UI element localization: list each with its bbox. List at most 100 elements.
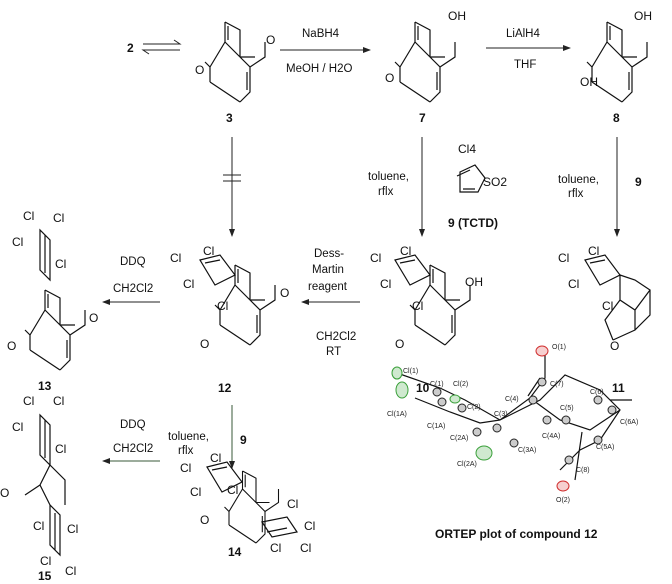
svg-text:OH: OH bbox=[634, 9, 652, 23]
reagent-nabh4: NaBH4 bbox=[302, 28, 340, 40]
svg-text:Cl: Cl bbox=[588, 244, 599, 258]
svg-text:Cl: Cl bbox=[180, 461, 191, 475]
svg-text:Cl: Cl bbox=[33, 519, 44, 533]
svg-text:Cl4: Cl4 bbox=[458, 142, 476, 156]
svg-text:C(1A): C(1A) bbox=[427, 423, 445, 430]
svg-text:Cl(2A): Cl(2A) bbox=[457, 461, 477, 468]
svg-text:O: O bbox=[385, 71, 394, 85]
svg-text:Cl: Cl bbox=[23, 394, 34, 408]
compound-10-structure: Cl Cl Cl Cl O OH bbox=[370, 244, 483, 351]
solvent-ch2cl2-14: CH2Cl2 bbox=[113, 443, 153, 455]
condition-toluene: toluene, bbox=[368, 171, 409, 183]
svg-text:Cl(2): Cl(2) bbox=[453, 381, 468, 388]
compound-7-structure: O OH bbox=[385, 9, 466, 103]
condition-rflx: rflx bbox=[378, 186, 394, 198]
reagent-ddq: DDQ bbox=[120, 256, 146, 268]
svg-text:OH: OH bbox=[448, 9, 466, 23]
svg-text:O: O bbox=[280, 286, 289, 300]
compound-12-structure: Cl Cl Cl Cl O O bbox=[170, 244, 289, 351]
svg-text:Cl: Cl bbox=[400, 244, 411, 258]
svg-text:O: O bbox=[395, 337, 404, 351]
svg-text:C(7): C(7) bbox=[550, 381, 564, 388]
svg-text:O: O bbox=[0, 486, 9, 500]
chlorine-atom bbox=[449, 394, 461, 404]
svg-text:Cl: Cl bbox=[380, 277, 391, 291]
svg-text:Cl: Cl bbox=[210, 451, 221, 465]
compound-8-label: 8 bbox=[613, 111, 620, 125]
compound-11-structure: Cl Cl Cl Cl O bbox=[558, 244, 651, 353]
svg-text:Cl: Cl bbox=[55, 257, 66, 271]
svg-text:Cl: Cl bbox=[270, 541, 281, 555]
compound-2-label: 2 bbox=[127, 41, 134, 55]
svg-text:Cl: Cl bbox=[300, 541, 311, 555]
solvent-ch2cl2: CH2Cl2 bbox=[113, 283, 153, 295]
compound-13-label: 13 bbox=[38, 379, 52, 393]
ortep-caption: ORTEP plot of compound 12 bbox=[435, 527, 598, 541]
svg-text:Cl: Cl bbox=[287, 497, 298, 511]
condition-toluene-8: toluene, bbox=[558, 174, 599, 186]
condition-toluene-12: toluene, bbox=[168, 431, 209, 443]
reagent-9-8: 9 bbox=[635, 175, 642, 189]
svg-text:Cl: Cl bbox=[67, 522, 78, 536]
condition-rflx-8: rflx bbox=[568, 188, 584, 200]
svg-text:Cl: Cl bbox=[217, 299, 228, 313]
svg-text:O: O bbox=[7, 339, 16, 353]
svg-text:Cl: Cl bbox=[227, 483, 238, 497]
svg-text:O: O bbox=[266, 33, 275, 47]
chlorine-atom bbox=[391, 366, 403, 380]
compound-11-label: 11 bbox=[612, 381, 625, 395]
svg-text:C(2A): C(2A) bbox=[450, 435, 468, 442]
svg-text:Cl: Cl bbox=[304, 519, 315, 533]
compound-9-label: 9 (TCTD) bbox=[448, 216, 498, 230]
compound-3-structure: O O bbox=[195, 21, 275, 103]
svg-text:C(1): C(1) bbox=[430, 381, 444, 388]
svg-text:C(3A): C(3A) bbox=[518, 447, 536, 454]
reagent-ddq-14: DDQ bbox=[120, 419, 146, 431]
svg-text:Cl: Cl bbox=[412, 299, 423, 313]
svg-text:Cl: Cl bbox=[55, 442, 66, 456]
svg-text:Cl: Cl bbox=[170, 251, 181, 265]
svg-text:C(4): C(4) bbox=[505, 396, 519, 403]
reagent-lialh4: LiAlH4 bbox=[506, 28, 540, 40]
svg-text:C(2): C(2) bbox=[467, 404, 481, 411]
svg-text:Cl: Cl bbox=[65, 564, 76, 578]
svg-text:Cl: Cl bbox=[183, 277, 194, 291]
svg-text:Cl: Cl bbox=[12, 235, 23, 249]
no-reaction-mark bbox=[223, 174, 241, 182]
svg-text:Cl: Cl bbox=[203, 244, 214, 258]
condition-rflx-12: rflx bbox=[178, 445, 194, 457]
svg-text:Cl: Cl bbox=[23, 209, 34, 223]
svg-text:C(6): C(6) bbox=[590, 389, 604, 396]
svg-text:SO2: SO2 bbox=[483, 175, 507, 189]
svg-text:Cl: Cl bbox=[40, 554, 51, 568]
svg-text:O(2): O(2) bbox=[556, 497, 570, 504]
compound-15-label: 15 bbox=[38, 569, 52, 583]
compound-3-label: 3 bbox=[226, 111, 233, 125]
oxygen-atom bbox=[556, 480, 570, 492]
svg-text:O: O bbox=[610, 339, 619, 353]
chlorine-atom bbox=[395, 381, 409, 399]
compound-12-label: 12 bbox=[218, 381, 232, 395]
svg-text:Cl: Cl bbox=[53, 394, 64, 408]
reagent-reagent: reagent bbox=[308, 281, 348, 293]
svg-text:O(1): O(1) bbox=[552, 344, 566, 351]
svg-text:Cl: Cl bbox=[12, 420, 23, 434]
solvent-ch2cl2-dmp: CH2Cl2 bbox=[316, 331, 356, 343]
svg-text:OH: OH bbox=[465, 275, 483, 289]
compound-8-structure: OH OH bbox=[580, 9, 652, 103]
svg-text:O: O bbox=[200, 513, 209, 527]
compound-15-structure: Cl Cl Cl Cl O Cl Cl Cl Cl bbox=[0, 394, 78, 578]
reagent-martin: Martin bbox=[312, 264, 344, 276]
oxygen-atom bbox=[535, 345, 549, 357]
reagent-9-12: 9 bbox=[240, 433, 247, 447]
compound-10-label: 10 bbox=[416, 381, 430, 395]
svg-text:O: O bbox=[195, 63, 204, 77]
compound-14-label: 14 bbox=[228, 545, 242, 559]
svg-text:Cl: Cl bbox=[370, 251, 381, 265]
svg-text:C(5A): C(5A) bbox=[596, 444, 614, 451]
svg-text:C(5): C(5) bbox=[560, 405, 574, 412]
ortep-plot: O(1) Cl(1) C(1) Cl(2) C(7) C(4) C(2) C(6… bbox=[387, 344, 638, 504]
svg-text:Cl: Cl bbox=[53, 211, 64, 225]
svg-text:C(6A): C(6A) bbox=[620, 419, 638, 426]
svg-text:C(3): C(3) bbox=[494, 411, 508, 418]
